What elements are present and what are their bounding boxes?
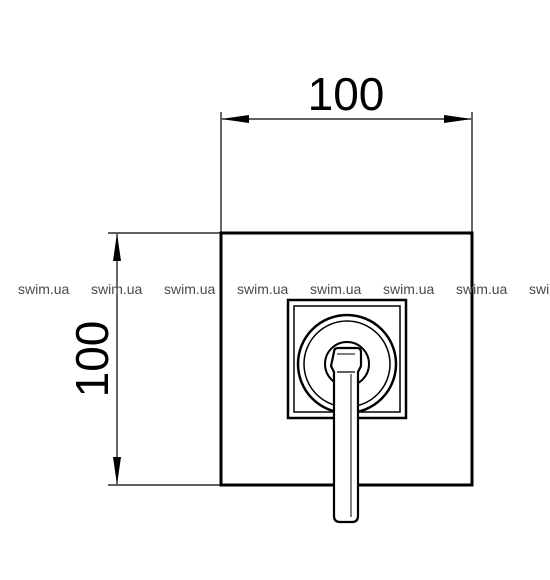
- watermark-text: swim.ua: [456, 281, 508, 297]
- width-dimension-label: 100: [308, 68, 385, 120]
- watermark-text: swim.ua: [237, 281, 289, 297]
- watermark-text: swim: [529, 281, 550, 297]
- watermark-text: swim.ua: [18, 281, 70, 297]
- watermark-text: swim.ua: [310, 281, 362, 297]
- watermark-text: swim.ua: [383, 281, 435, 297]
- watermark-text: swim.ua: [164, 281, 216, 297]
- watermark-row: swim.ua swim.ua swim.ua swim.ua swim.ua …: [18, 281, 550, 297]
- watermark-text: swim.ua: [91, 281, 143, 297]
- lever-handle: [329, 346, 363, 524]
- height-dimension-label: 100: [66, 321, 118, 398]
